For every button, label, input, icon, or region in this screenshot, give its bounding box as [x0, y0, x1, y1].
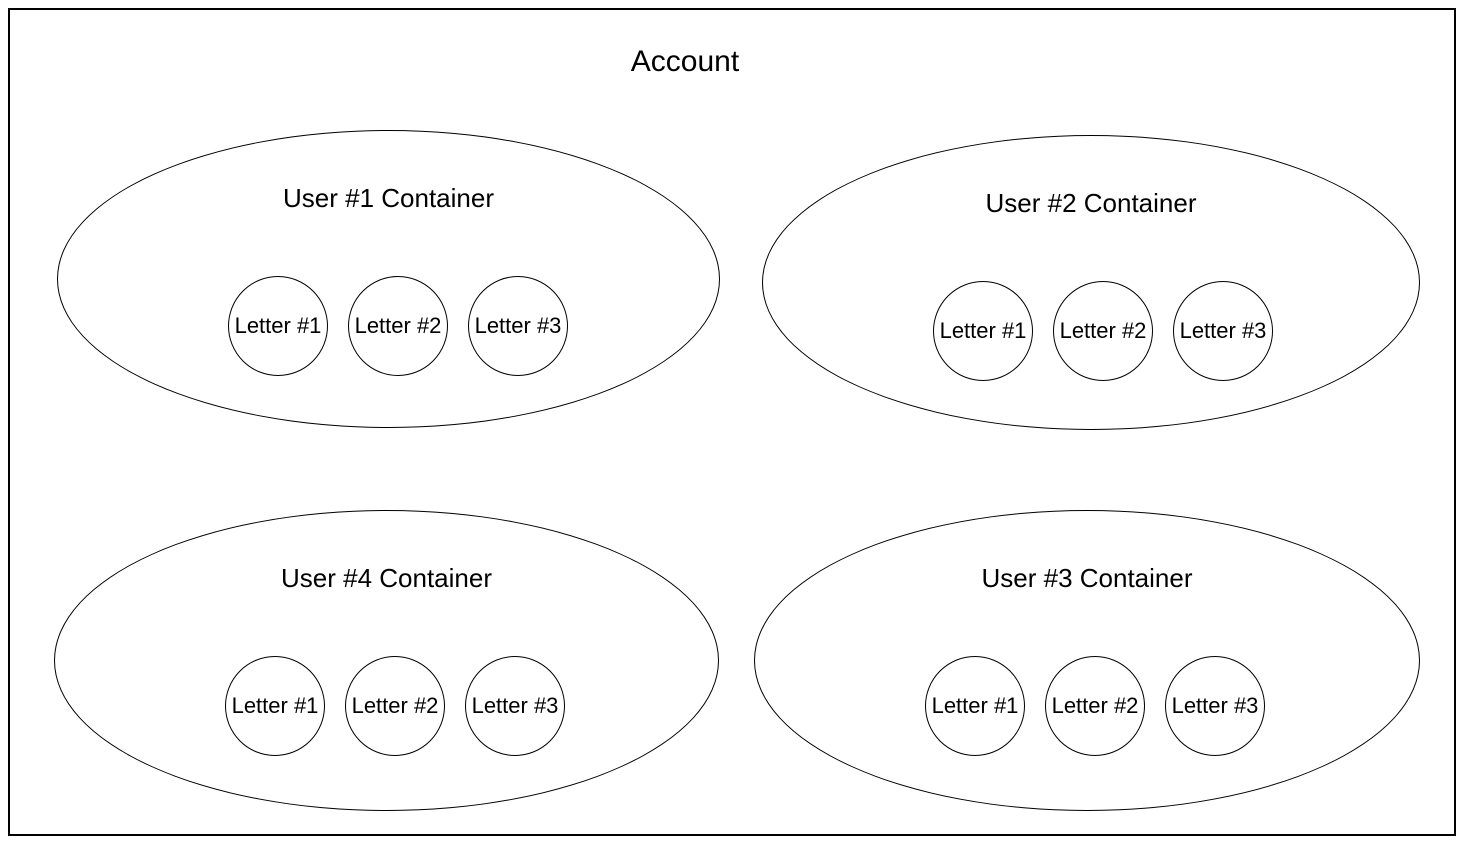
user-container-label-2: User #2 Container [985, 188, 1197, 218]
letter-circle: Letter #2 [348, 276, 448, 376]
letter-circle: Letter #2 [345, 656, 445, 756]
account-boundary: Account User #1 Container Letter #1 Lett… [8, 8, 1456, 836]
letter-circle: Letter #1 [225, 656, 325, 756]
letter-circle: Letter #1 [933, 281, 1033, 381]
user-container-group-1: User #1 Container Letter #1 Letter #2 Le… [57, 130, 720, 428]
user-container-label-4: User #4 Container [281, 563, 492, 593]
letter-label: Letter #1 [939, 318, 1027, 343]
letter-label: Letter #2 [1051, 693, 1139, 718]
user-container-group-3: User #3 Container Letter #1 Letter #2 Le… [754, 510, 1420, 811]
letter-label: Letter #1 [234, 313, 322, 338]
letter-label: Letter #3 [1179, 318, 1267, 343]
letter-circle: Letter #2 [1045, 656, 1145, 756]
letter-label: Letter #1 [931, 693, 1019, 718]
letter-circle: Letter #3 [1165, 656, 1265, 756]
letter-circle: Letter #2 [1053, 281, 1153, 381]
letter-circle: Letter #3 [468, 276, 568, 376]
letter-circle: Letter #3 [465, 656, 565, 756]
user-container-group-4: User #4 Container Letter #1 Letter #2 Le… [54, 510, 719, 811]
letter-label: Letter #1 [231, 693, 319, 718]
letter-label: Letter #2 [351, 693, 439, 718]
letter-label: Letter #3 [1171, 693, 1259, 718]
letter-circle: Letter #1 [925, 656, 1025, 756]
user-container-label-3: User #3 Container [981, 563, 1193, 593]
diagram-title: Account [630, 45, 740, 78]
user-container-label-1: User #1 Container [283, 183, 494, 213]
letter-circle: Letter #3 [1173, 281, 1273, 381]
letter-label: Letter #2 [1059, 318, 1147, 343]
user-container-group-2: User #2 Container Letter #1 Letter #2 Le… [762, 135, 1420, 430]
letter-label: Letter #2 [354, 313, 442, 338]
letter-circle: Letter #1 [228, 276, 328, 376]
letter-label: Letter #3 [471, 693, 559, 718]
letter-label: Letter #3 [474, 313, 562, 338]
